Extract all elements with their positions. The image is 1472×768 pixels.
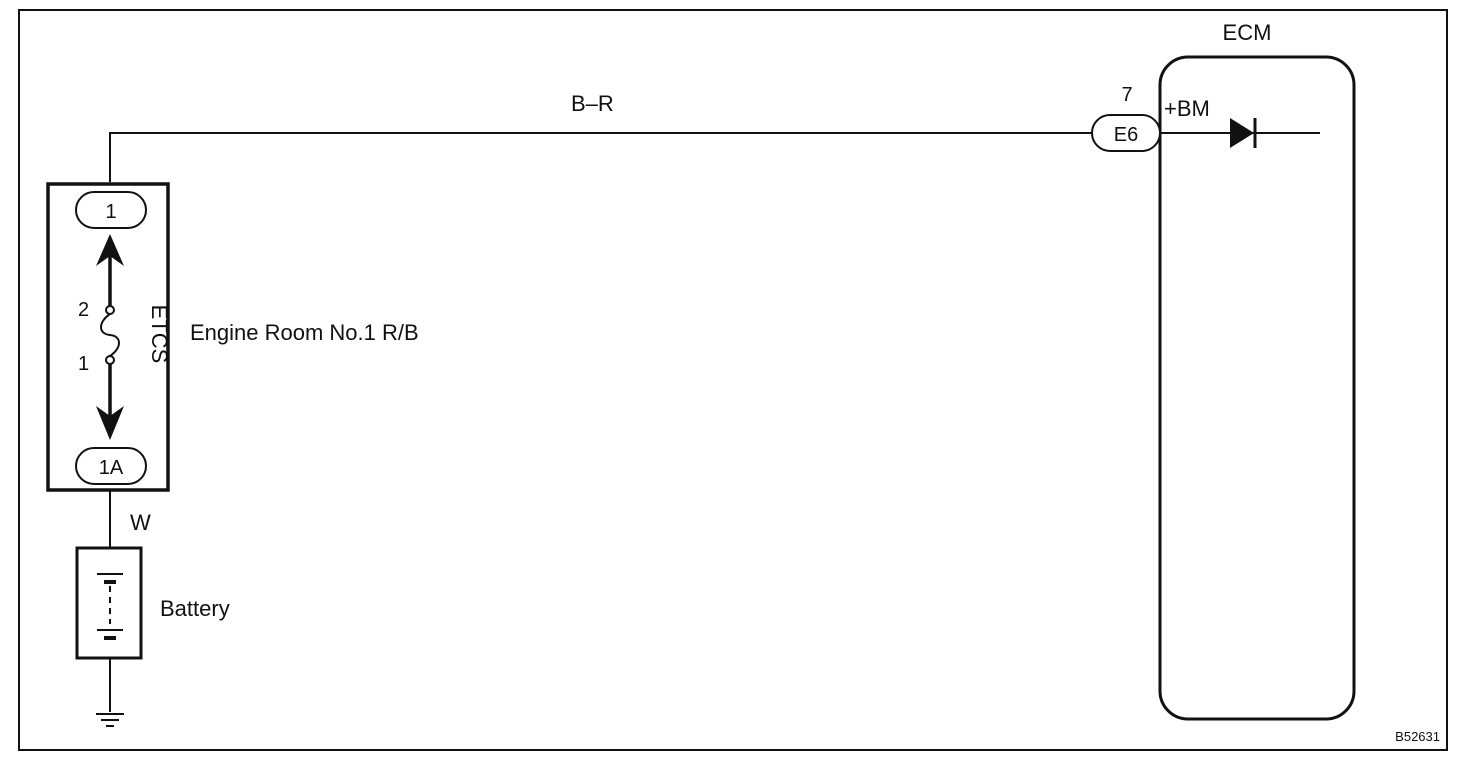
fuse-name-label: ETCS <box>147 305 172 364</box>
wire-b-r-label: B–R <box>571 91 614 116</box>
relay-box <box>46 182 170 492</box>
wire-b-r <box>109 132 1092 182</box>
diagram-frame <box>18 9 1448 751</box>
connector-1a-label: 1A <box>99 457 124 479</box>
fuse-terminal-2 <box>105 305 115 315</box>
connector-e6-label: E6 <box>1114 124 1138 146</box>
diode-icon <box>1230 118 1254 148</box>
fuse-pin-2-label: 2 <box>78 299 89 321</box>
connector-1 <box>75 191 147 229</box>
ecm-box <box>1158 55 1356 721</box>
ecm-label: ECM <box>1223 20 1272 45</box>
ecm-terminal-label: +BM <box>1164 96 1210 121</box>
figure-code: B52631 <box>1395 729 1440 744</box>
fuse-pin-1-label: 1 <box>78 353 89 375</box>
fuse-icon <box>100 313 120 357</box>
relay-box-label: Engine Room No.1 R/B <box>190 320 419 345</box>
arrow-down-icon <box>96 406 124 440</box>
battery-label: Battery <box>160 596 230 621</box>
connector-1a <box>75 447 147 485</box>
wire-w-label: W <box>130 510 151 535</box>
connector-1-label: 1 <box>105 201 116 223</box>
ecm-pin-number: 7 <box>1121 84 1132 106</box>
arrow-up-icon <box>96 234 124 266</box>
fuse-terminal-1 <box>105 355 115 365</box>
